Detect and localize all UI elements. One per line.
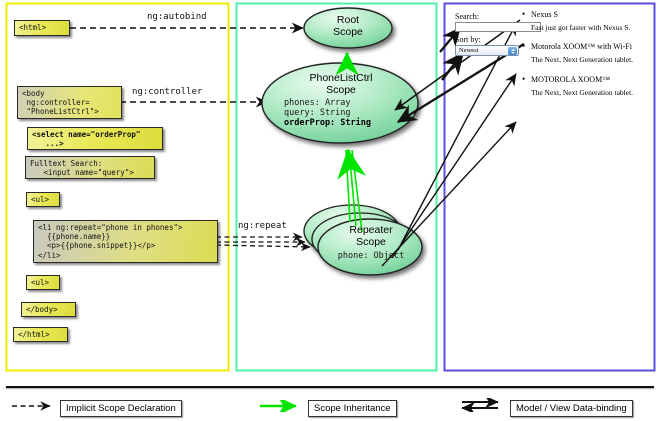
legend-scope-inheritance: Scope Inheritance	[258, 398, 397, 417]
code-box-body-close-tag: </body>	[21, 302, 76, 317]
code-box-fulltext-search-tag: Fulltext Search: <input name="query">	[25, 156, 155, 179]
ng-controller-label: ng:controller	[132, 87, 203, 97]
dashed-arrow-icon	[12, 401, 51, 411]
ellipse-root-scope	[303, 7, 393, 49]
code-box-html-open-tag: <html>	[14, 20, 70, 36]
ellipse-phonelistctrl-scope	[261, 62, 419, 144]
legend-label: Scope Inheritance	[308, 400, 397, 417]
green-arrow-icon	[260, 400, 298, 412]
arrow-ng-repeat-3	[215, 242, 311, 252]
legend-implicit-scope-declaration: Implicit Scope Declaration	[10, 398, 182, 417]
arrow-databinding-search-back	[439, 26, 461, 53]
code-box-select-orderprop-tag: <select name="orderProp" ...>	[27, 127, 163, 150]
legend-model-view-databinding: Model / View Data-binding	[460, 398, 633, 417]
code-box-ul-open-tag: <ul>	[26, 192, 60, 207]
arrow-databinding-phone-2	[391, 73, 517, 259]
phone-name[interactable]: MOTOROLA XOOM™	[522, 74, 650, 85]
phone-snippet: The Next, Next Generation tablet.	[531, 55, 634, 64]
phone-list: Nexus S Fast just got faster with Nexus …	[522, 9, 650, 100]
code-box-ul-close-tag: <ul>	[26, 275, 60, 290]
arrow-databinding-sort-back	[440, 51, 465, 81]
code-box-html-close-tag: </html>	[13, 327, 68, 342]
phone-snippet: The Next, Next Generation tablet.	[531, 88, 634, 97]
arrow-databinding-orderprop	[396, 43, 525, 123]
ng-repeat-label: ng:repeat	[238, 221, 287, 231]
list-item[interactable]: Nexus S Fast just got faster with Nexus …	[522, 9, 650, 33]
arrow-databinding-phone-1	[397, 23, 517, 251]
legend-divider	[6, 386, 654, 388]
panel-frame-view	[443, 2, 656, 372]
ng-autobind-label: ng:autobind	[147, 12, 207, 22]
arrow-databinding-phone-3	[381, 121, 517, 267]
phone-snippet: Fast just got faster with Nexus S.	[531, 23, 631, 32]
legend-label: Model / View Data-binding	[510, 400, 633, 417]
ellipse-repeater-scope	[317, 218, 423, 276]
sort-select[interactable]: Newest	[455, 45, 519, 56]
code-box-li-ngrepeat-tag: <li ng:repeat="phone in phones"> {{phone…	[33, 220, 218, 263]
double-arrow-icon	[461, 398, 499, 412]
legend: Implicit Scope Declaration Scope Inherit…	[0, 386, 660, 421]
arrow-inheritance-phonelistctrl	[337, 148, 366, 180]
phone-name[interactable]: Nexus S	[522, 9, 650, 20]
view-form: Search: Sort by: Newest	[455, 12, 550, 56]
list-item[interactable]: Motorola XOOM™ with Wi-Fi The Next, Next…	[522, 41, 650, 65]
code-box-body-controller-tag: <body ng:controller= "PhoneListCtrl">	[17, 86, 122, 119]
sort-select-value: Newest	[459, 47, 479, 54]
legend-label: Implicit Scope Declaration	[60, 400, 182, 417]
sort-label: Sort by:	[455, 35, 481, 44]
chevron-updown-icon	[508, 47, 517, 55]
phone-list-items: Nexus S Fast just got faster with Nexus …	[522, 9, 650, 98]
list-item[interactable]: MOTOROLA XOOM™ The Next, Next Generation…	[522, 74, 650, 98]
phone-name[interactable]: Motorola XOOM™ with Wi-Fi	[522, 41, 650, 52]
search-label: Search:	[455, 12, 479, 21]
